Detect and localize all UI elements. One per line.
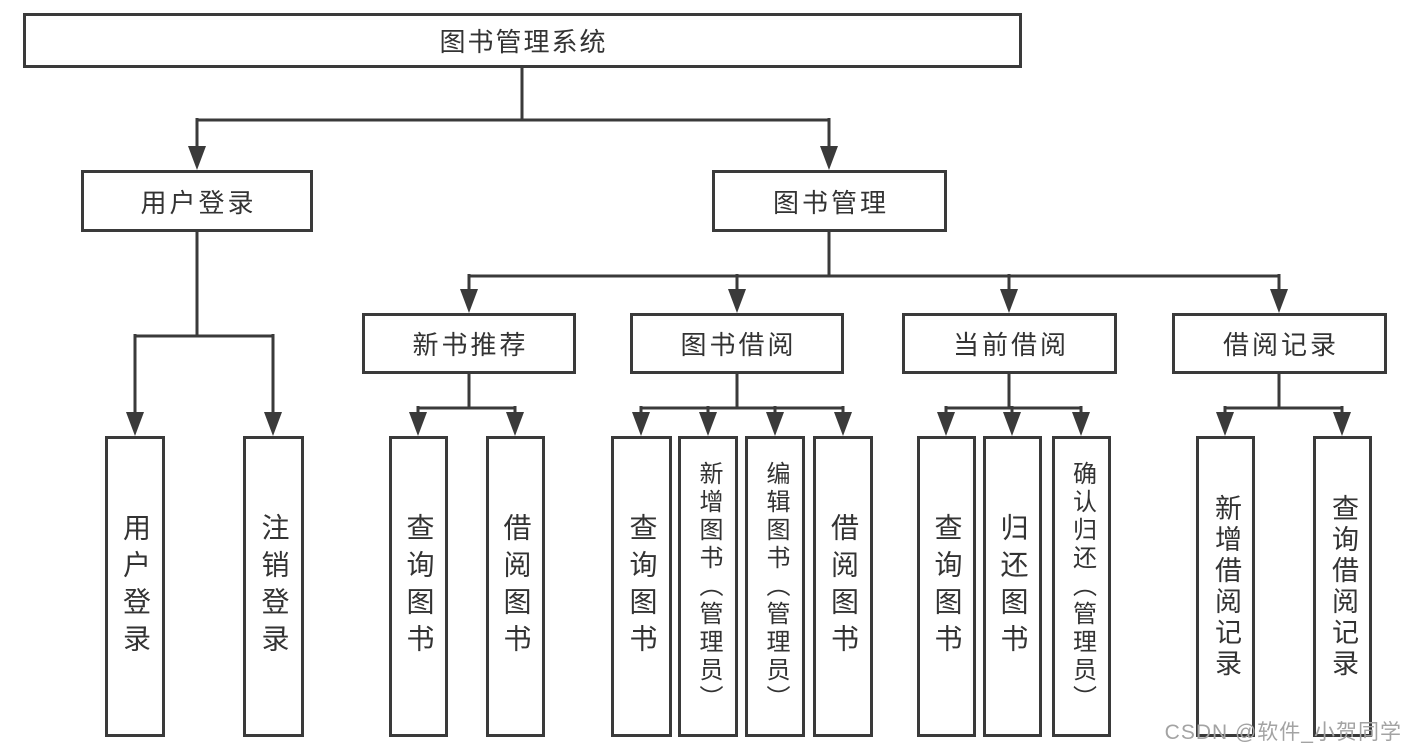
node-borrow-records: 借阅记录 (1172, 313, 1387, 374)
leaf-edit-book-admin-label: 编辑图书（管理员） (762, 460, 789, 713)
leaf-confirm-return-admin: 确认归还（管理员） (1052, 436, 1111, 737)
leaf-query-books-current-label: 查询图书 (931, 512, 963, 661)
leaf-user-login: 用户登录 (105, 436, 165, 737)
leaf-add-book-admin-label: 新增图书（管理员） (695, 460, 722, 713)
leaf-borrow-books-borrow: 借阅图书 (813, 436, 873, 737)
leaf-logout: 注销登录 (243, 436, 304, 737)
leaf-query-borrow-record: 查询借阅记录 (1313, 436, 1372, 737)
leaf-return-books: 归还图书 (983, 436, 1042, 737)
watermark-text: CSDN @软件_小贺同学 (1164, 721, 1402, 744)
node-book-borrow-label: 图书借阅 (680, 330, 797, 360)
leaf-confirm-return-admin-label: 确认归还（管理员） (1068, 460, 1096, 713)
node-new-book-recommend: 新书推荐 (362, 313, 576, 374)
leaf-add-borrow-record-label: 新增借阅记录 (1211, 493, 1241, 680)
leaf-borrow-books-recommend-label: 借阅图书 (500, 512, 532, 661)
node-borrow-records-label: 借阅记录 (1222, 330, 1339, 360)
leaf-query-books-borrow: 查询图书 (611, 436, 672, 737)
leaf-edit-book-admin: 编辑图书（管理员） (745, 436, 805, 737)
node-root: 图书管理系统 (23, 13, 1022, 68)
leaf-return-books-label: 归还图书 (997, 512, 1029, 661)
node-book-borrow: 图书借阅 (630, 313, 844, 374)
leaf-query-books-current: 查询图书 (917, 436, 976, 737)
arrowhead-icons (126, 146, 1351, 436)
node-root-label: 图书管理系统 (439, 27, 608, 57)
leaf-borrow-books-recommend: 借阅图书 (486, 436, 545, 737)
leaf-query-borrow-record-label: 查询借阅记录 (1328, 493, 1358, 680)
node-current-borrow-label: 当前借阅 (952, 330, 1069, 360)
node-book-management: 图书管理 (712, 170, 947, 232)
node-new-book-recommend-label: 新书推荐 (412, 330, 529, 360)
leaf-query-books-recommend-label: 查询图书 (403, 512, 435, 661)
node-user-login: 用户登录 (81, 170, 313, 232)
leaf-add-book-admin: 新增图书（管理员） (678, 436, 738, 737)
leaf-add-borrow-record: 新增借阅记录 (1196, 436, 1255, 737)
leaf-query-books-borrow-label: 查询图书 (626, 512, 658, 661)
leaf-logout-label: 注销登录 (258, 512, 290, 661)
node-user-login-label: 用户登录 (140, 187, 257, 218)
leaf-query-books-recommend: 查询图书 (389, 436, 448, 737)
leaf-borrow-books-borrow-label: 借阅图书 (828, 512, 859, 661)
node-book-management-label: 图书管理 (772, 187, 889, 218)
leaf-user-login-label: 用户登录 (120, 512, 151, 661)
node-current-borrow: 当前借阅 (902, 313, 1117, 374)
